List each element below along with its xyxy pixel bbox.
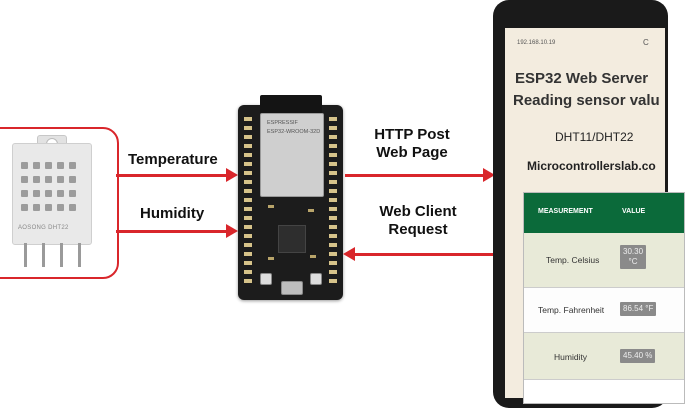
sensor-vent — [33, 204, 40, 211]
humidity-arrow-line — [116, 230, 228, 233]
web-client-label-line2: Request — [388, 221, 448, 238]
phone-screen: 192.168.10.19 C ESP32 Web Server Reading… — [505, 28, 685, 404]
sensor-type-heading: DHT11/DHT22 — [555, 130, 634, 144]
sensor-pin — [42, 243, 45, 267]
dht22-sensor — [12, 143, 92, 245]
sensor-vent — [21, 162, 28, 169]
table-row: Temp. Celsius 30.30 °C — [524, 233, 684, 288]
sensor-vent — [57, 190, 64, 197]
sensor-vent — [33, 190, 40, 197]
sensor-vent — [69, 190, 76, 197]
sensor-vent — [45, 204, 52, 211]
column-header-value: VALUE — [622, 208, 646, 215]
pin-header-left — [244, 117, 252, 287]
humidity-arrow-head — [226, 224, 238, 238]
sensor-vent — [21, 204, 28, 211]
value-cell: 45.40 % — [620, 349, 656, 363]
sensor-vent — [21, 190, 28, 197]
sensor-vent — [69, 176, 76, 183]
measurement-cell: Temp. Fahrenheit — [538, 305, 605, 315]
sensor-vent — [57, 204, 64, 211]
http-post-label: HTTP Post Web Page — [362, 126, 462, 162]
sensor-marking: AOSONG DHT22 — [18, 225, 69, 231]
sensor-vent — [21, 176, 28, 183]
site-name: Microcontrollerslab.co — [527, 159, 656, 173]
web-client-arrow-head — [343, 247, 355, 261]
temperature-label: Temperature — [128, 151, 218, 168]
sensor-vent — [45, 176, 52, 183]
table-row: Temp. Fahrenheit 86.54 °F — [524, 288, 684, 333]
smd-component — [268, 257, 274, 260]
antenna — [260, 95, 322, 115]
reload-icon[interactable]: C — [643, 38, 649, 47]
sensor-vent — [45, 190, 52, 197]
sensor-pin — [60, 243, 63, 267]
temperature-arrow-line — [116, 174, 228, 177]
esp32-board: ESPRESSIF ESP32-WROOM-32D — [238, 95, 343, 300]
sensor-vent — [57, 176, 64, 183]
readings-table: MEASUREMENT VALUE Temp. Celsius 30.30 °C… — [523, 192, 685, 404]
module-model: ESP32-WROOM-32D — [267, 129, 321, 135]
humidity-label: Humidity — [140, 205, 205, 222]
sensor-vent — [33, 162, 40, 169]
sensor-pin — [24, 243, 27, 267]
web-client-label-line1: Web Client — [379, 203, 457, 220]
temperature-arrow-head — [226, 168, 238, 182]
pin-header-right — [329, 117, 337, 287]
usb-uart-chip — [278, 225, 306, 253]
boot-button — [260, 273, 272, 285]
value-cell: 86.54 °F — [620, 302, 657, 316]
table-row: Humidity 45.40 % — [524, 333, 684, 380]
sensor-vent — [33, 176, 40, 183]
page-title-line2: Reading sensor valu — [513, 92, 660, 109]
smd-component — [268, 205, 274, 208]
sensor-vent — [45, 162, 52, 169]
sensor-panel: AOSONG DHT22 — [0, 127, 119, 279]
value-line1: 30.30 — [623, 247, 644, 256]
micro-usb-port — [281, 281, 303, 295]
smd-component — [308, 209, 314, 212]
web-client-arrow-line — [355, 253, 495, 256]
table-header: MEASUREMENT VALUE — [524, 193, 684, 233]
page-title-line1: ESP32 Web Server — [515, 70, 649, 87]
esp32-module: ESPRESSIF ESP32-WROOM-32D — [260, 113, 324, 197]
value-line2: °C — [628, 257, 638, 266]
value-cell: 30.30 °C — [620, 245, 647, 269]
sensor-vent — [69, 162, 76, 169]
http-post-arrow-head — [483, 168, 495, 182]
measurement-cell: Temp. Celsius — [546, 255, 600, 265]
smd-component — [310, 255, 316, 258]
column-header-measurement: MEASUREMENT — [538, 208, 593, 215]
sensor-vent — [69, 204, 76, 211]
sensor-vent — [57, 162, 64, 169]
http-post-label-line1: HTTP Post — [374, 126, 450, 143]
http-post-label-line2: Web Page — [376, 144, 448, 161]
module-brand: ESPRESSIF — [267, 120, 298, 126]
sensor-pin — [78, 243, 81, 267]
web-client-label: Web Client Request — [368, 203, 468, 239]
measurement-cell: Humidity — [554, 352, 588, 362]
http-post-arrow-line — [345, 174, 485, 177]
address-bar-url[interactable]: 192.168.10.19 — [517, 40, 556, 46]
en-button — [310, 273, 322, 285]
